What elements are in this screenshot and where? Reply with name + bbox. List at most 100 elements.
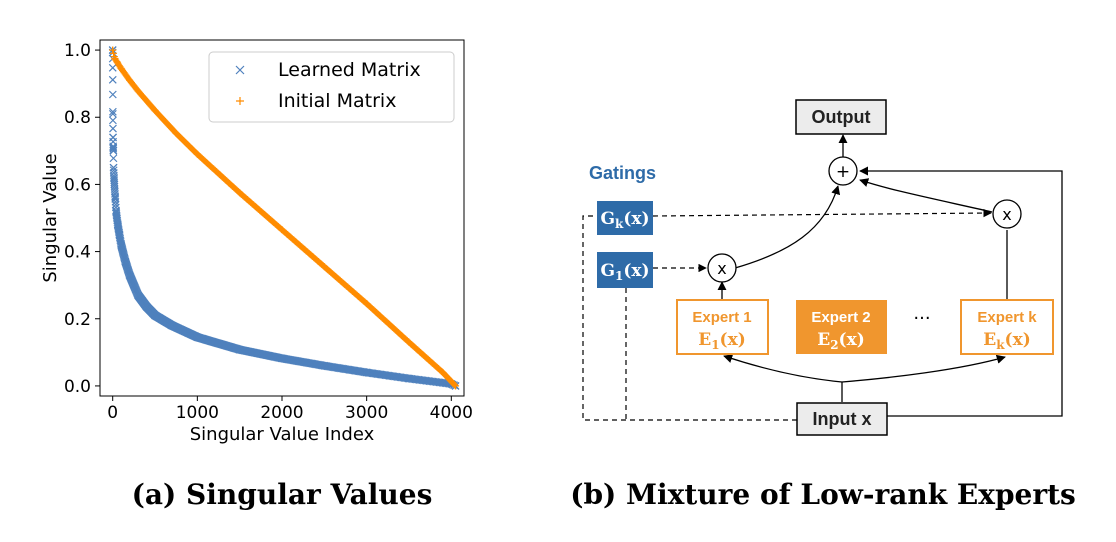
data-point [108, 109, 117, 118]
caption-a: (a) Singular Values [132, 478, 433, 511]
sum-node [828, 156, 858, 186]
expert-2-formula: E2(x) [817, 330, 865, 352]
x-axis-label: Singular Value Index [190, 424, 375, 445]
data-point [109, 46, 117, 54]
edge-multk-plus [859, 178, 993, 213]
edge-input-expert1 [723, 354, 843, 383]
y-tick-label: 0.8 [64, 108, 91, 128]
y-tick-label: 0.4 [64, 243, 91, 263]
data-point [439, 368, 447, 376]
data-point [363, 300, 371, 308]
legend-marker-learned [235, 65, 245, 75]
data-point [134, 291, 143, 300]
data-point [117, 240, 126, 249]
edge-input-skip [859, 166, 1063, 417]
data-point [110, 173, 118, 182]
data-point [134, 87, 142, 95]
series-learned [108, 46, 460, 390]
expert-2-box [796, 300, 887, 354]
data-point [278, 354, 286, 363]
data-point [111, 193, 120, 202]
gate-k-label: Gk(x) [600, 209, 649, 231]
data-point [115, 230, 124, 239]
data-point [405, 338, 413, 346]
gate-k-box [597, 201, 653, 235]
point [108, 116, 117, 125]
legend-marker-initial [236, 97, 244, 105]
data-point [236, 189, 244, 197]
point [109, 154, 118, 163]
data-point [109, 146, 118, 155]
caption-b: (b) Mixture of Low-rank Experts [570, 478, 1076, 511]
expert-k-formula: Ek(x) [983, 330, 1031, 352]
data-point [278, 226, 286, 234]
legend-label-learned: Learned Matrix [278, 59, 421, 81]
legend-marker [235, 65, 245, 75]
expert-k-title: Expert k [977, 309, 1037, 326]
data-point [151, 311, 159, 320]
data-point [193, 150, 201, 158]
data-point [142, 302, 151, 311]
gatings-title: Gatings [589, 163, 656, 183]
expert-2-title: Expert 2 [811, 309, 870, 326]
data-point [452, 382, 460, 390]
chart-marks [108, 46, 460, 390]
point [108, 63, 117, 72]
mult-node-k [992, 199, 1022, 229]
edge-gk-multk [652, 208, 992, 218]
x-tick-label: 2000 [260, 403, 303, 423]
gate-1-box [597, 252, 653, 288]
y-tick-label: 1.0 [64, 41, 91, 61]
x-tick-label: 3000 [345, 403, 388, 423]
data-point [109, 163, 118, 172]
data-point [109, 143, 118, 152]
series-initial [109, 46, 460, 390]
point [450, 380, 458, 388]
data-point [112, 207, 121, 216]
legend-marker [236, 97, 244, 105]
y-axis-label: Singular Value [40, 153, 61, 282]
sum-symbol: + [836, 162, 850, 182]
point [451, 381, 459, 389]
data-point [168, 321, 176, 330]
data-point [320, 361, 329, 370]
data-point [126, 76, 134, 84]
data-point [110, 180, 119, 189]
ellipsis: ··· [913, 308, 930, 329]
gating-connections [582, 208, 992, 421]
expert-k-box [960, 299, 1054, 355]
data-point [117, 65, 125, 73]
mult-node-1 [707, 253, 737, 283]
data-point [405, 374, 413, 383]
mult-symbol-1: x [717, 259, 726, 278]
x-tick-label: 0 [107, 403, 118, 423]
data-point [151, 107, 159, 115]
data-point [113, 220, 122, 229]
y-tick-label: 0.6 [64, 175, 91, 195]
y-tick-label: 0.0 [64, 377, 91, 397]
expert-1-box [676, 299, 769, 355]
data-point [109, 133, 117, 142]
chart-legend: Learned Matrix Initial Matrix [208, 51, 455, 123]
data-point [235, 345, 244, 354]
mult-symbol-k: x [1002, 205, 1011, 224]
input-box [796, 402, 888, 436]
point [109, 144, 118, 153]
data-point [320, 263, 328, 271]
gate-1-label: G1(x) [600, 261, 649, 283]
moe-diagram: Output + x x Gatings Gk(x) G1(x) Expert … [582, 99, 1063, 436]
legend-box [208, 51, 455, 123]
point [108, 107, 117, 116]
data-point [125, 271, 134, 280]
data-point [362, 368, 371, 377]
x-tick-label: 4000 [430, 403, 473, 423]
data-point [172, 129, 180, 137]
output-label: Output [812, 107, 871, 127]
input-label: Input x [813, 409, 872, 429]
edge-mult1-plus [734, 185, 841, 269]
data-point [113, 58, 121, 66]
expert-1-title: Expert 1 [692, 309, 751, 326]
